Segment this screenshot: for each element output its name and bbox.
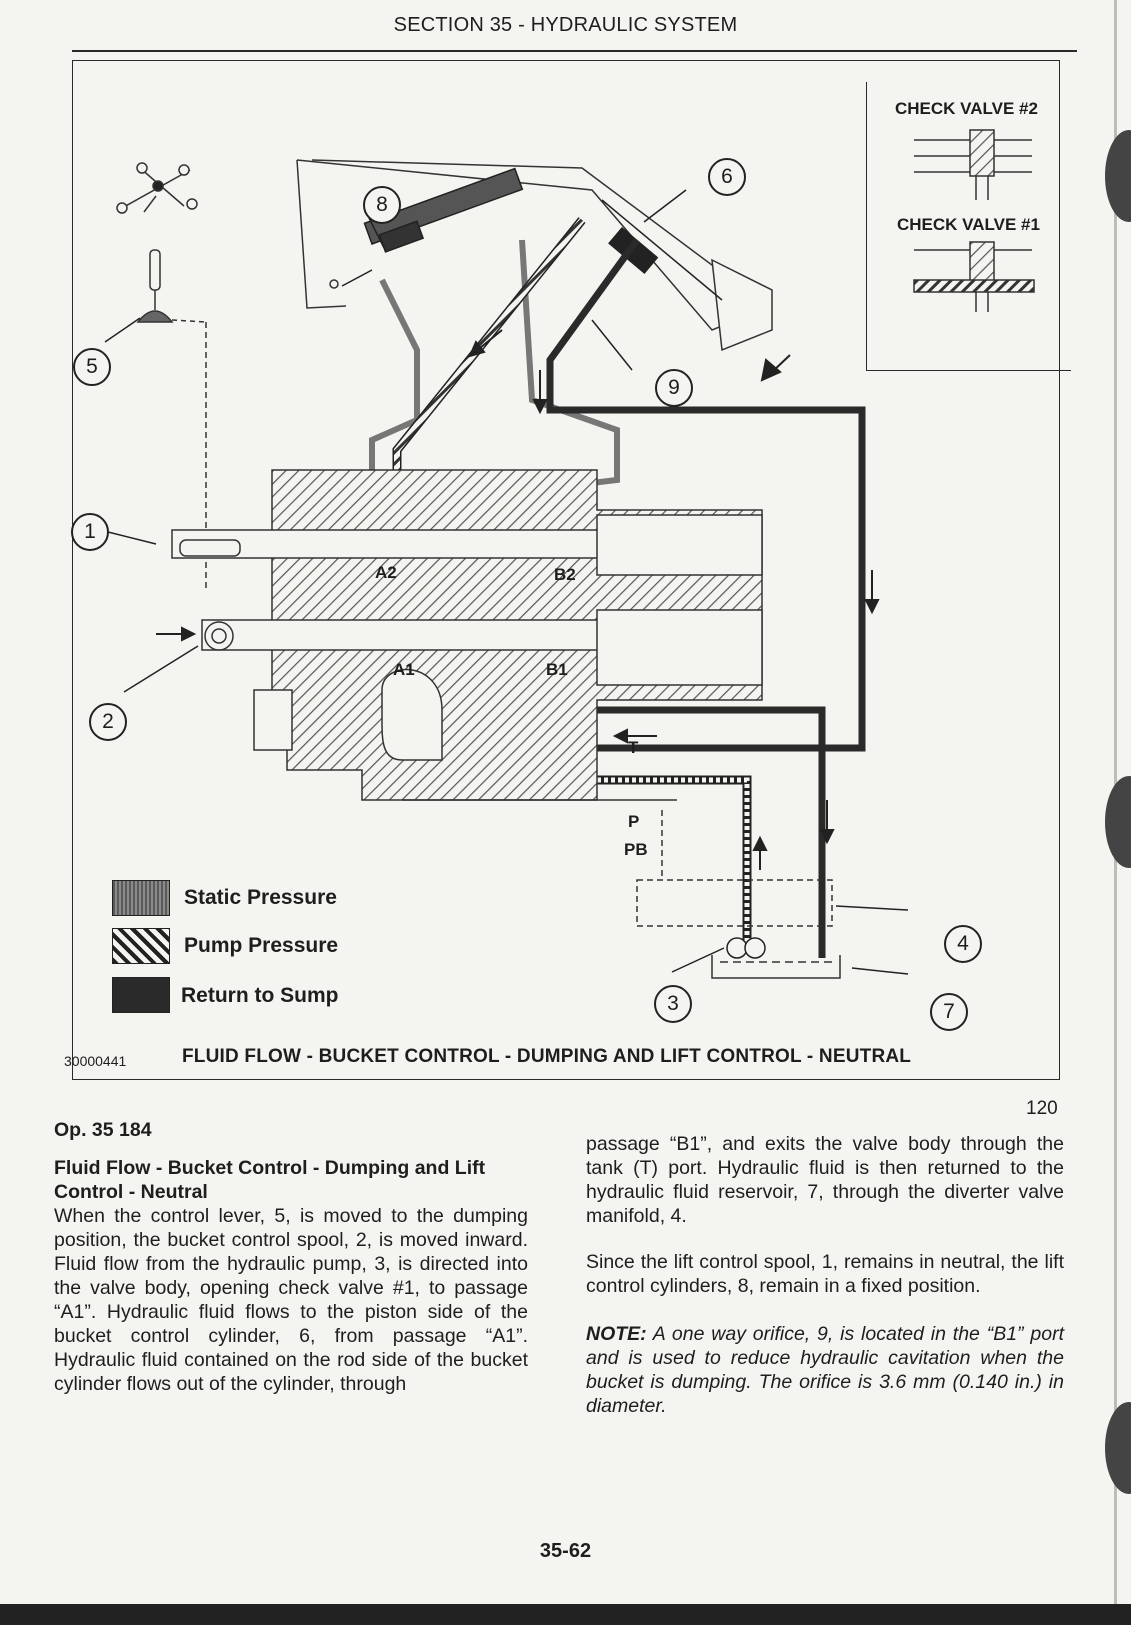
check-valve-1-label: CHECK VALVE #1 — [897, 215, 1040, 234]
paragraph-2: passage “B1”, and exits the valve body t… — [586, 1133, 1064, 1227]
port-p: P — [628, 812, 640, 831]
port-a1: A1 — [393, 660, 415, 679]
lift-cylinder-8 — [341, 167, 524, 287]
subsection-heading: Fluid Flow - Bucket Control - Dumping an… — [54, 1156, 528, 1204]
callout-6: 6 — [708, 158, 746, 196]
legend-return-label: Return to Sump — [181, 984, 339, 1007]
lift-spool-1 — [179, 539, 241, 557]
note-label: NOTE: — [586, 1323, 647, 1345]
figure-caption: FLUID FLOW - BUCKET CONTROL - DUMPING AN… — [182, 1046, 912, 1067]
callout-5: 5 — [73, 348, 111, 386]
pump-3 — [726, 937, 766, 959]
note-text: A one way orifice, 9, is located in the … — [586, 1323, 1064, 1417]
port-t: T — [628, 738, 639, 757]
diverter-manifold-4 — [636, 810, 833, 927]
binder-hole — [1105, 776, 1131, 868]
bucket-spool-2 — [204, 621, 234, 651]
paragraph-3: Since the lift control spool, 1, remains… — [586, 1251, 1064, 1297]
legend-pump-swatch — [112, 928, 170, 964]
figure-index: 120 — [1026, 1098, 1058, 1119]
legend-return-swatch — [112, 977, 170, 1013]
section-header: SECTION 35 - HYDRAULIC SYSTEM — [393, 14, 738, 36]
callout-4: 4 — [944, 925, 982, 963]
hydraulic-diagram — [104, 129, 1035, 979]
legend-pump-label: Pump Pressure — [184, 934, 339, 957]
binder-hole — [1105, 1402, 1131, 1494]
check-valve-inset — [866, 82, 1071, 371]
loader-arm-drawing — [296, 159, 773, 352]
check-valve-2-label: CHECK VALVE #2 — [895, 99, 1038, 118]
flow-arrows — [156, 329, 880, 870]
text-column-right: passage “B1”, and exits the valve body t… — [586, 1132, 1064, 1418]
binder-hole — [1105, 130, 1131, 222]
callout-8: 8 — [363, 186, 401, 224]
text-column-left: Op. 35 184 Fluid Flow - Bucket Control -… — [54, 1118, 528, 1396]
reservoir-7 — [711, 955, 841, 979]
callout-leaders — [104, 189, 909, 975]
port-a2: A2 — [375, 563, 397, 582]
heading-line-1: Fluid Flow - Bucket Control - Dumping an… — [54, 1157, 486, 1179]
check-valve-2-drawing — [914, 129, 1032, 200]
bucket-cylinder-6 — [601, 199, 723, 301]
figure-frame — [72, 60, 1060, 1080]
port-b2: B2 — [554, 565, 576, 584]
callout-9: 9 — [655, 369, 693, 407]
legend-static-label: Static Pressure — [184, 886, 337, 909]
header-rule — [72, 50, 1077, 52]
figure-number: 30000441 — [64, 1053, 127, 1069]
scan-bottom-edge — [0, 1604, 1131, 1625]
callout-2: 2 — [89, 703, 127, 741]
check-valve-1-drawing — [913, 241, 1035, 312]
note: NOTE: A one way orifice, 9, is located i… — [586, 1322, 1064, 1418]
callout-1: 1 — [71, 513, 109, 551]
legend-static-swatch — [112, 880, 170, 916]
callout-7: 7 — [930, 993, 968, 1031]
heading-line-2: Control - Neutral — [54, 1181, 208, 1203]
lever-pattern-icon — [116, 162, 198, 214]
callout-3: 3 — [654, 985, 692, 1023]
page-number: 35-62 — [539, 1540, 592, 1562]
port-b1: B1 — [546, 660, 568, 679]
control-valve-body — [171, 469, 763, 801]
paragraph-1: When the control lever, 5, is moved to t… — [54, 1205, 528, 1395]
operation-number: Op. 35 184 — [54, 1119, 152, 1141]
port-pb: PB — [624, 840, 648, 859]
